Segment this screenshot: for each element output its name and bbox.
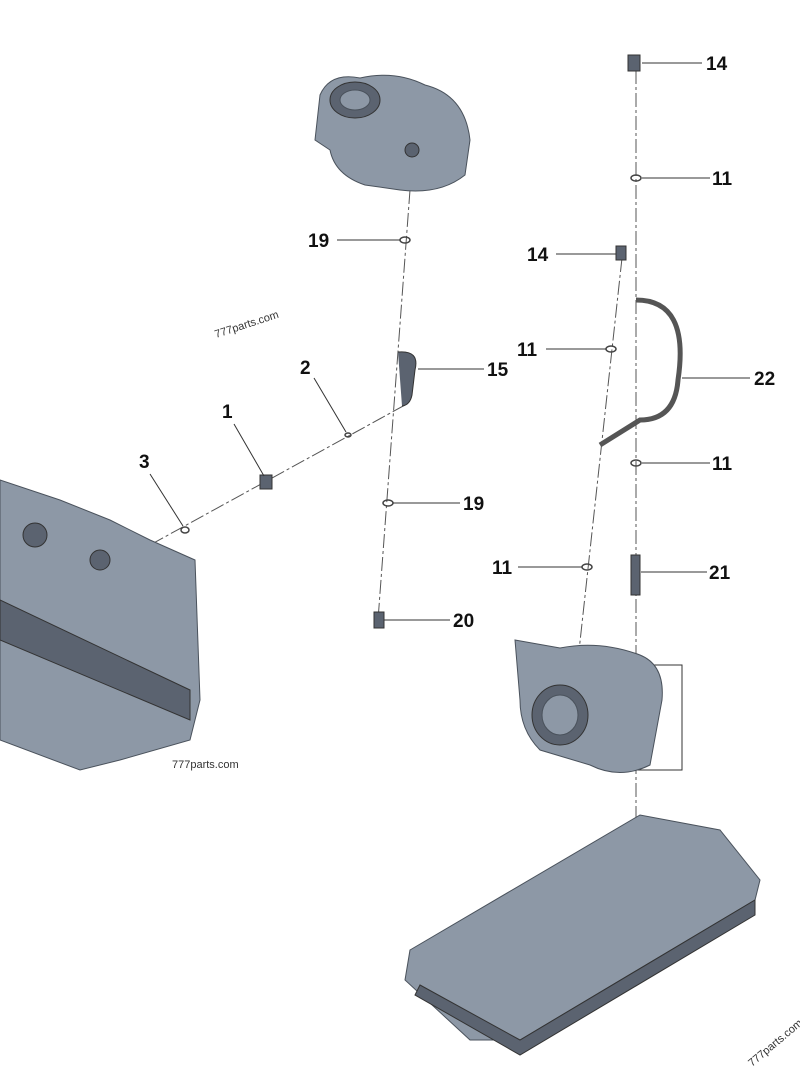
callout-19: 19	[463, 494, 484, 515]
watermark: 777parts.com	[213, 309, 280, 341]
seal-ring-11	[630, 174, 642, 182]
bolt-14-top	[627, 54, 641, 72]
oil-tube-15	[397, 351, 417, 407]
seal-ring-11	[581, 563, 593, 571]
turbocharger-lower	[514, 639, 663, 773]
engine-block	[0, 479, 201, 771]
callout-2: 2	[300, 358, 311, 379]
axis-line-mid	[577, 257, 623, 661]
turbocharger-upper	[314, 74, 471, 192]
seal-ring-19	[382, 499, 394, 507]
callout-11: 11	[712, 454, 733, 475]
axis-line-center	[377, 189, 411, 621]
watermark: 777parts.com	[172, 759, 239, 771]
callout-14: 14	[706, 54, 728, 75]
callout-3: 3	[139, 452, 150, 473]
fitting-1	[259, 474, 273, 490]
callout-21: 21	[709, 563, 731, 584]
bolt-20	[373, 611, 385, 629]
callout-19: 19	[308, 231, 329, 252]
callout-15: 15	[487, 360, 509, 381]
seal-ring-11	[630, 459, 642, 467]
callout-1: 1	[222, 402, 233, 423]
watermark: 777parts.com	[746, 1017, 800, 1067]
seal-ring-19	[399, 236, 411, 244]
seal-ring-2	[344, 432, 352, 438]
callout-11: 11	[492, 558, 513, 579]
seal-ring-3	[180, 526, 190, 534]
callout-22: 22	[754, 369, 775, 390]
callout-11: 11	[517, 340, 538, 361]
leader-lines	[149, 62, 750, 621]
callout-14: 14	[527, 245, 549, 266]
callout-11: 11	[712, 169, 733, 190]
seal-ring-11	[605, 345, 617, 353]
cylinder-head	[404, 814, 761, 1056]
stud-21	[630, 554, 641, 596]
bolt-14-mid	[615, 245, 627, 261]
callout-20: 20	[453, 611, 474, 632]
oil-tube-22	[598, 297, 683, 448]
axis-line-left	[149, 404, 406, 546]
bracket-line	[636, 664, 683, 771]
